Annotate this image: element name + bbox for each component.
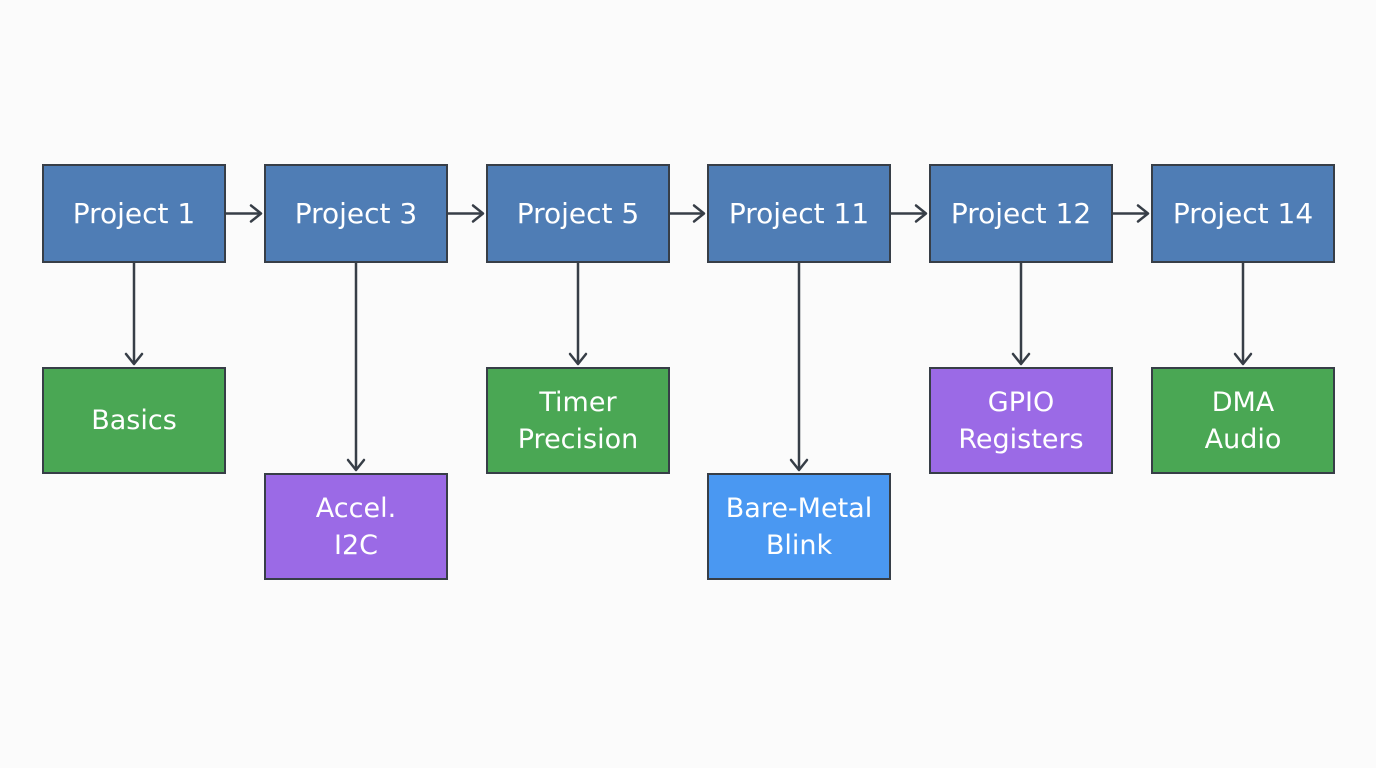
node-label: Project 1 bbox=[72, 197, 196, 230]
node-basics: Basics bbox=[42, 367, 226, 474]
arrowhead-icon bbox=[124, 352, 144, 366]
arrow-p12-to-t12 bbox=[1011, 263, 1031, 366]
node-bare-metal-blink: Bare-Metal Blink bbox=[707, 473, 891, 580]
node-label-line: Basics bbox=[91, 405, 177, 436]
arrow-p3-to-p5 bbox=[448, 204, 485, 223]
arrow-p11-to-t11 bbox=[789, 263, 809, 472]
node-label-line: DMA bbox=[1211, 386, 1275, 418]
node-label-line: I2C bbox=[333, 529, 378, 561]
arrowhead-icon bbox=[1136, 204, 1150, 223]
arrow-p5-to-t5 bbox=[568, 263, 588, 366]
arrowhead-icon bbox=[914, 204, 928, 223]
node-label-line: Bare-Metal bbox=[725, 492, 873, 524]
arrow-p5-to-p11 bbox=[670, 204, 706, 223]
node-project-3: Project 3 bbox=[264, 164, 448, 263]
arrowhead-icon bbox=[346, 458, 366, 472]
node-project-11: Project 11 bbox=[707, 164, 891, 263]
arrow-p1-to-p3 bbox=[226, 204, 263, 223]
node-timer-precision: Timer Precision bbox=[486, 367, 670, 474]
arrowhead-icon bbox=[568, 352, 588, 366]
arrow-p11-to-p12 bbox=[891, 204, 928, 223]
node-label-line: Audio bbox=[1204, 423, 1282, 455]
node-label: Project 12 bbox=[950, 197, 1092, 230]
arrow-p1-to-t1 bbox=[124, 263, 144, 366]
node-gpio-registers: GPIO Registers bbox=[929, 367, 1113, 474]
node-label-line: GPIO bbox=[987, 386, 1055, 418]
node-label-line: Blink bbox=[765, 529, 833, 561]
node-accel-i2c: Accel. I2C bbox=[264, 473, 448, 580]
node-label: Project 14 bbox=[1172, 197, 1314, 230]
node-project-1: Project 1 bbox=[42, 164, 226, 263]
arrowhead-icon bbox=[249, 204, 263, 223]
node-label: Project 3 bbox=[294, 197, 418, 230]
node-label-line: Timer bbox=[539, 386, 617, 418]
arrowhead-icon bbox=[789, 458, 809, 472]
node-label: Project 11 bbox=[728, 197, 870, 230]
node-dma-audio: DMA Audio bbox=[1151, 367, 1335, 474]
node-project-14: Project 14 bbox=[1151, 164, 1335, 263]
node-label-line: Accel. bbox=[315, 492, 397, 524]
arrowhead-icon bbox=[692, 204, 706, 223]
arrowhead-icon bbox=[471, 204, 485, 223]
arrow-p14-to-t14 bbox=[1233, 263, 1253, 366]
node-project-12: Project 12 bbox=[929, 164, 1113, 263]
node-label-line: Precision bbox=[517, 423, 639, 455]
node-label-line: Registers bbox=[958, 423, 1084, 455]
arrowhead-icon bbox=[1011, 352, 1031, 366]
node-project-5: Project 5 bbox=[486, 164, 670, 263]
node-label: Project 5 bbox=[516, 197, 640, 230]
arrow-p3-to-t3 bbox=[346, 263, 366, 472]
arrow-p12-to-p14 bbox=[1113, 204, 1150, 223]
arrowhead-icon bbox=[1233, 352, 1253, 366]
